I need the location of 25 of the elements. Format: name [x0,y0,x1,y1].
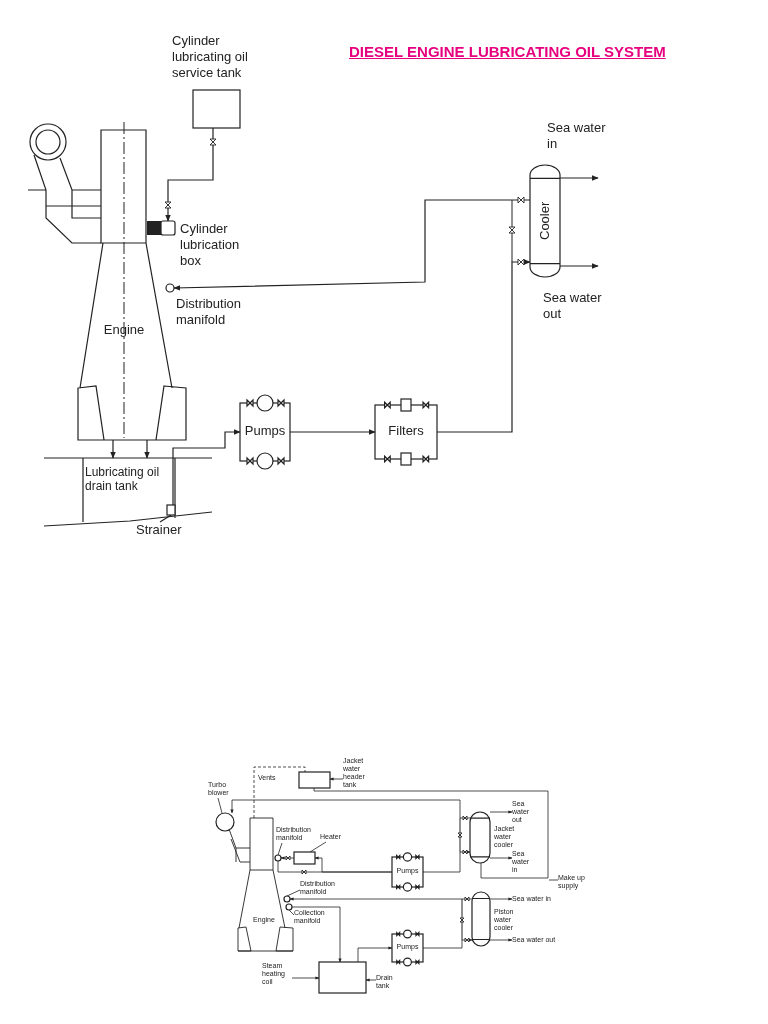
component-label: Pumps [243,423,287,440]
component-label: Lubricating oil drain tank [85,465,161,495]
leader-line [288,909,295,916]
component-label: Filters [387,423,425,440]
component-label: Cylinder lubrication box [180,221,241,270]
pipe-arrow [436,259,531,433]
pipe-arrow [289,429,376,435]
flow-label: Sea water out [543,290,603,322]
pipe-arrow [165,127,214,222]
pipe-arrow [172,429,241,506]
leader-line [309,841,327,853]
leader-line [286,889,301,897]
component-label: Distribution manifold [176,296,243,329]
pipe-arrow [173,199,531,291]
pipe-arrow [110,439,116,459]
flow-label: Sea water in [547,120,607,152]
leader-line [217,797,223,814]
leader-line [277,842,283,856]
leader-line [548,879,559,881]
callout-label: Strainer [136,522,183,539]
component-label: Cooler [536,200,553,243]
pipe-arrow [144,439,150,459]
component-label: Engine [102,322,146,339]
diagram-title: DIESEL ENGINE LUBRICATING OIL SYSTEM [349,42,667,62]
component-label: Cylinder lubricating oil service tank [172,33,249,82]
